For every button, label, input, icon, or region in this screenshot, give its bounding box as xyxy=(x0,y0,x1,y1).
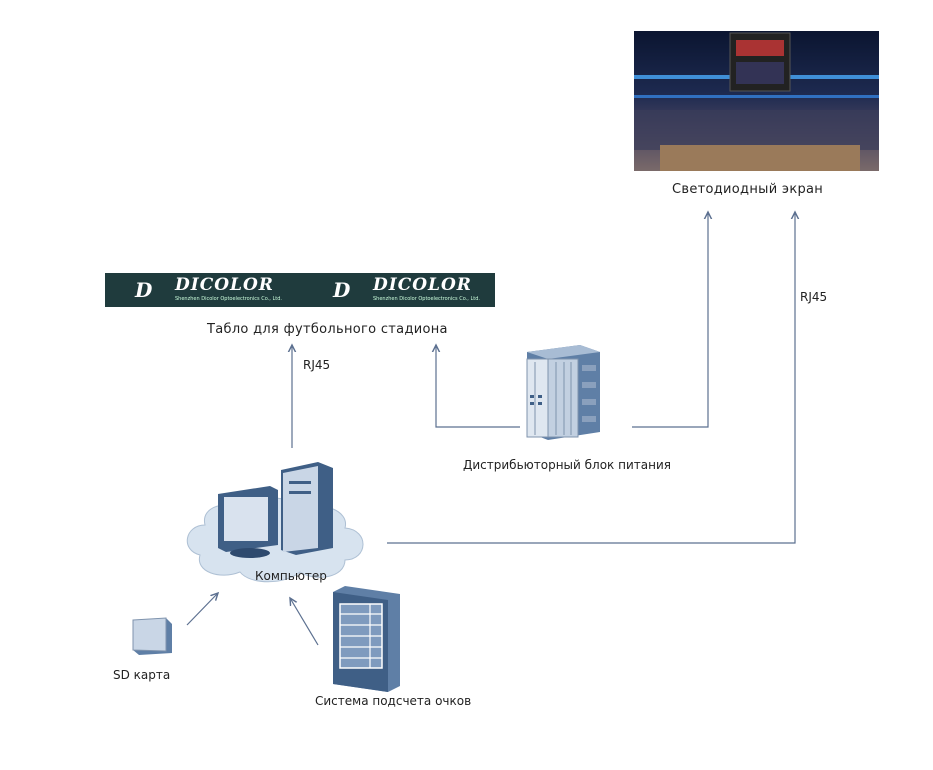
power-distribution-icon xyxy=(526,345,600,440)
right-rj45-label: RJ45 xyxy=(800,290,828,304)
dicolor-mark-icon: D xyxy=(135,278,153,302)
scoring-to-computer-arrow xyxy=(290,598,319,646)
power-distribution-label: Дистрибьюторный блок питания xyxy=(463,458,671,472)
scoring-system-icon xyxy=(333,586,400,692)
sd-to-computer-arrow xyxy=(186,593,218,626)
computer-icon xyxy=(186,462,364,583)
sd-card-icon xyxy=(132,617,172,655)
connection-lines xyxy=(186,212,795,646)
left-rj45-label: RJ45 xyxy=(303,358,331,372)
stadium-board-label: Табло для футбольного стадиона xyxy=(207,322,448,337)
led-screen-photo xyxy=(634,31,879,171)
computer-label: Компьютер xyxy=(255,569,327,583)
power-to-board-line xyxy=(436,345,520,428)
scoring-system-label: Система подсчета очков xyxy=(315,694,472,708)
computer-to-screen-line xyxy=(387,212,795,544)
power-to-screen-line xyxy=(632,212,708,428)
sd-card-label: SD карта xyxy=(113,668,171,682)
led-screen-label: Светодиодный экран xyxy=(672,182,824,197)
dicolor-mark-icon: D xyxy=(333,278,351,302)
